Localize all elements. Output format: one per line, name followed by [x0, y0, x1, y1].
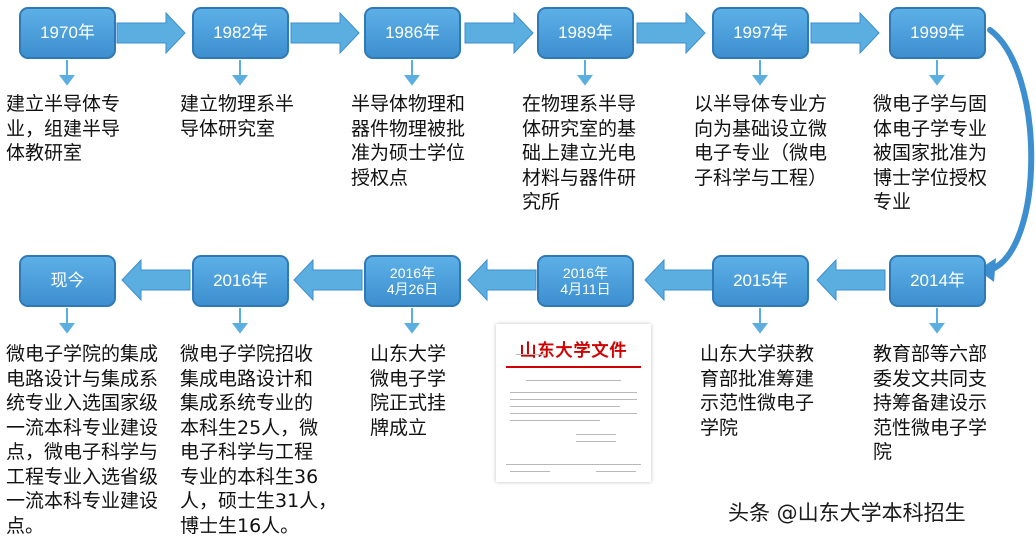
- node-date-day: 4月26日: [386, 281, 439, 297]
- down-arrow: [929, 308, 945, 334]
- down-arrow: [752, 60, 768, 86]
- timeline-node-2016: 2016年: [192, 255, 289, 307]
- node-description: 山东大学获教 育部批准筹建 示范性微电子 学院: [700, 343, 815, 439]
- node-description: 在物理系半导 体研究室的基 础上建立光电 材料与器件研 究所: [522, 93, 637, 213]
- down-arrow: [404, 60, 420, 86]
- arrow-right: [810, 11, 880, 55]
- timeline-node-1986: 1986年: [364, 7, 461, 59]
- node-date: 1997年: [733, 23, 788, 43]
- node-description: 微电子学院招收 集成电路设计和 集成系统专业的 本科生25人，微 电子科学与工程…: [180, 343, 338, 537]
- curve-connector: [987, 27, 1035, 273]
- node-date: 1999年: [910, 23, 965, 43]
- down-arrow: [232, 308, 248, 334]
- node-date: 2014年: [910, 271, 965, 291]
- down-arrow: [752, 308, 768, 334]
- node-date: 1982年: [213, 23, 268, 43]
- arrow-right: [116, 11, 186, 55]
- node-description: 半导体物理和 器件物理被批 准为硕士学位 授权点: [351, 93, 466, 189]
- node-description: 以半导体专业方 向为基础设立微 电子专业（微电 子科学与工程）: [694, 93, 828, 189]
- node-date: 2016年: [389, 264, 436, 281]
- node-description: 微电子学与固 体电子学专业 被国家批准为 博士学位授权 专业: [873, 93, 988, 213]
- node-date: 2016年: [562, 264, 609, 281]
- arrow-left: [644, 258, 714, 302]
- node-date: 1986年: [385, 23, 440, 43]
- arrow-left: [467, 258, 537, 302]
- down-arrow: [929, 60, 945, 86]
- down-arrow: [59, 60, 75, 86]
- timeline-node-1989: 1989年: [537, 7, 634, 59]
- timeline-node-2016-04-26: 2016年 4月26日: [364, 255, 461, 307]
- arrow-left: [121, 258, 191, 302]
- timeline-node-2014: 2014年: [889, 255, 986, 307]
- down-arrow: [232, 60, 248, 86]
- arrow-right: [636, 11, 706, 55]
- curve-arrowhead: [978, 258, 996, 282]
- arrow-left: [816, 258, 886, 302]
- timeline-node-2015: 2015年: [712, 255, 809, 307]
- node-description: 建立半导体专 业，组建半导 体教研室: [6, 93, 121, 164]
- node-description: 教育部等六部 委发文共同支 持筹备建设示 范性微电子学 院: [873, 343, 988, 463]
- arrow-right: [290, 11, 360, 55]
- node-date-day: 4月11日: [560, 281, 611, 297]
- document-header: 山东大学文件: [519, 341, 628, 361]
- arrow-left: [293, 258, 363, 302]
- timeline-node-2016-04-11: 2016年 4月11日: [537, 255, 634, 307]
- watermark: 头条 @山东大学本科招生: [728, 501, 966, 525]
- node-date: 现今: [50, 271, 85, 291]
- node-date: 2016年: [213, 271, 268, 291]
- timeline-node-now: 现今: [19, 255, 116, 307]
- timeline-node-1997: 1997年: [712, 7, 809, 59]
- down-arrow: [404, 308, 420, 334]
- node-description: 建立物理系半 导体研究室: [180, 93, 295, 140]
- timeline-node-1999: 1999年: [889, 7, 986, 59]
- node-date: 2015年: [733, 271, 788, 291]
- document-image: 山东大学文件: [496, 324, 651, 482]
- timeline-node-1982: 1982年: [192, 7, 289, 59]
- node-description: 山东大学 微电子学 院正式挂 牌成立: [370, 343, 447, 439]
- node-description: 微电子学院的集成 电路设计与集成系 统专业入选国家级 一流本科专业建设 点，微电…: [6, 343, 159, 537]
- down-arrow: [59, 308, 75, 334]
- arrow-right: [464, 11, 534, 55]
- node-date: 1970年: [40, 23, 95, 43]
- timeline-node-1970: 1970年: [19, 7, 116, 59]
- node-date: 1989年: [558, 23, 613, 43]
- down-arrow: [577, 60, 593, 86]
